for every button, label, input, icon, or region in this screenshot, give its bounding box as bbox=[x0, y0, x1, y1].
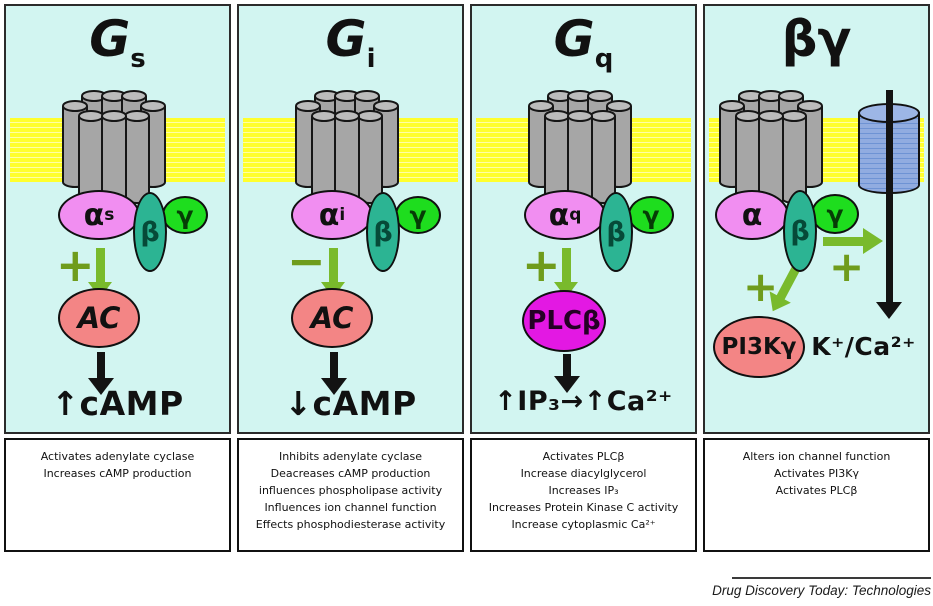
g-letter: G bbox=[325, 10, 367, 68]
summary-line: Increases cAMP production bbox=[43, 467, 192, 480]
gamma-subunit: γ bbox=[811, 194, 859, 234]
gpcr-receptor-icon bbox=[528, 90, 632, 206]
output-camp-down: ↓cAMP bbox=[284, 384, 417, 423]
panel-bg: βγ α γ β + + PI3Kγ K⁺/Ca²⁺ bbox=[703, 4, 930, 434]
summary-line: Alters ion channel function bbox=[742, 450, 891, 463]
summary-box-gi: Inhibits adenylate cyclase Deacreases cA… bbox=[237, 438, 464, 552]
panel-gq-title: Gq bbox=[472, 12, 695, 74]
summary-box-gs: Activates adenylate cyclase Increases cA… bbox=[4, 438, 231, 552]
effector-ac: AC bbox=[291, 288, 373, 348]
beta-subunit: β bbox=[133, 192, 167, 272]
gpcr-receptor-icon bbox=[719, 90, 823, 206]
alpha-subunit: α bbox=[715, 190, 789, 240]
summary-line: Influences ion channel function bbox=[264, 501, 437, 514]
alpha-label: α bbox=[83, 197, 105, 233]
plus-sign: + bbox=[522, 238, 561, 292]
black-down-arrowhead-icon bbox=[554, 376, 580, 393]
beta-subunit: β bbox=[783, 190, 817, 272]
alpha-sub-label: q bbox=[569, 205, 582, 225]
summary-box-bg: Alters ion channel function Activates PI… bbox=[703, 438, 930, 552]
effector-plcb: PLCβ bbox=[522, 290, 606, 352]
gamma-label: γ bbox=[826, 199, 844, 229]
plus-sign: + bbox=[56, 238, 95, 292]
alpha-label: α bbox=[318, 197, 340, 233]
gpcr-receptor-icon bbox=[62, 90, 166, 206]
bg-letters: βγ bbox=[781, 10, 852, 68]
g-letter: G bbox=[553, 10, 595, 68]
green-right-arrow bbox=[823, 237, 865, 246]
gpcr-receptor-icon bbox=[295, 90, 399, 206]
panel-bg-title: βγ bbox=[705, 12, 928, 74]
green-down-arrow bbox=[96, 248, 105, 282]
summary-line: Increases Protein Kinase C activity bbox=[488, 501, 679, 514]
summary-line: Inhibits adenylate cyclase bbox=[278, 450, 423, 463]
g-subscript: s bbox=[130, 44, 146, 74]
channel-flux-arrow bbox=[886, 90, 893, 302]
green-down-arrow bbox=[562, 248, 571, 282]
journal-credit: Drug Discovery Today: Technologies bbox=[712, 583, 931, 598]
gamma-label: γ bbox=[176, 200, 194, 230]
effector-pi3k: PI3Kγ bbox=[713, 316, 805, 378]
minus-sign: − bbox=[287, 234, 326, 288]
gamma-label: γ bbox=[642, 200, 660, 230]
panel-gs-title: Gs bbox=[6, 12, 229, 74]
summary-line: influences phospholipase activity bbox=[258, 484, 443, 497]
green-right-arrowhead-icon bbox=[863, 228, 883, 254]
summary-line: Activates adenylate cyclase bbox=[40, 450, 195, 463]
summary-line: Increase cytoplasmic Ca²⁺ bbox=[511, 518, 656, 531]
channel-flux-arrowhead-icon bbox=[876, 302, 902, 319]
gamma-subunit: γ bbox=[628, 196, 674, 234]
gamma-subunit: γ bbox=[162, 196, 208, 234]
g-subscript: q bbox=[594, 44, 614, 74]
panel-gi-title: Gi bbox=[239, 12, 462, 74]
summary-line: Increases IP₃ bbox=[548, 484, 619, 497]
gamma-label: γ bbox=[409, 200, 427, 230]
gamma-subunit: γ bbox=[395, 196, 441, 234]
plus-sign-pi3k: + bbox=[743, 262, 779, 311]
beta-subunit: β bbox=[366, 192, 400, 272]
summary-line: Activates PLCβ bbox=[542, 450, 625, 463]
plus-sign-channel: + bbox=[829, 242, 865, 291]
beta-label: β bbox=[790, 215, 810, 247]
green-down-arrow bbox=[329, 248, 338, 282]
output-camp-up: ↑cAMP bbox=[51, 384, 184, 423]
alpha-sub-label: i bbox=[339, 205, 346, 225]
summary-line: Activates PI3Kγ bbox=[774, 467, 859, 480]
summary-line: Deacreases cAMP production bbox=[270, 467, 431, 480]
footer-rule bbox=[732, 577, 931, 579]
summary-line: Activates PLCβ bbox=[775, 484, 858, 497]
beta-subunit: β bbox=[599, 192, 633, 272]
black-down-arrow bbox=[563, 354, 571, 376]
black-down-arrow bbox=[97, 352, 105, 378]
alpha-label: α bbox=[741, 197, 763, 233]
g-subscript: i bbox=[366, 44, 376, 74]
alpha-sub-label: s bbox=[104, 205, 115, 225]
effector-ac: AC bbox=[58, 288, 140, 348]
beta-label: β bbox=[606, 216, 626, 248]
beta-label: β bbox=[373, 216, 393, 248]
summary-line: Increase diacylglycerol bbox=[520, 467, 647, 480]
output-ip3-ca: ↑IP₃→↑Ca²⁺ bbox=[494, 386, 673, 417]
g-letter: G bbox=[89, 10, 131, 68]
black-down-arrowhead-icon bbox=[88, 378, 114, 395]
summary-box-gq: Activates PLCβ Increase diacylglycerol I… bbox=[470, 438, 697, 552]
output-k-ca: K⁺/Ca²⁺ bbox=[811, 332, 916, 361]
beta-label: β bbox=[140, 216, 160, 248]
summary-line: Effects phosphodiesterase activity bbox=[255, 518, 446, 531]
alpha-label: α bbox=[548, 197, 570, 233]
black-down-arrow bbox=[330, 352, 338, 378]
black-down-arrowhead-icon bbox=[321, 378, 347, 395]
